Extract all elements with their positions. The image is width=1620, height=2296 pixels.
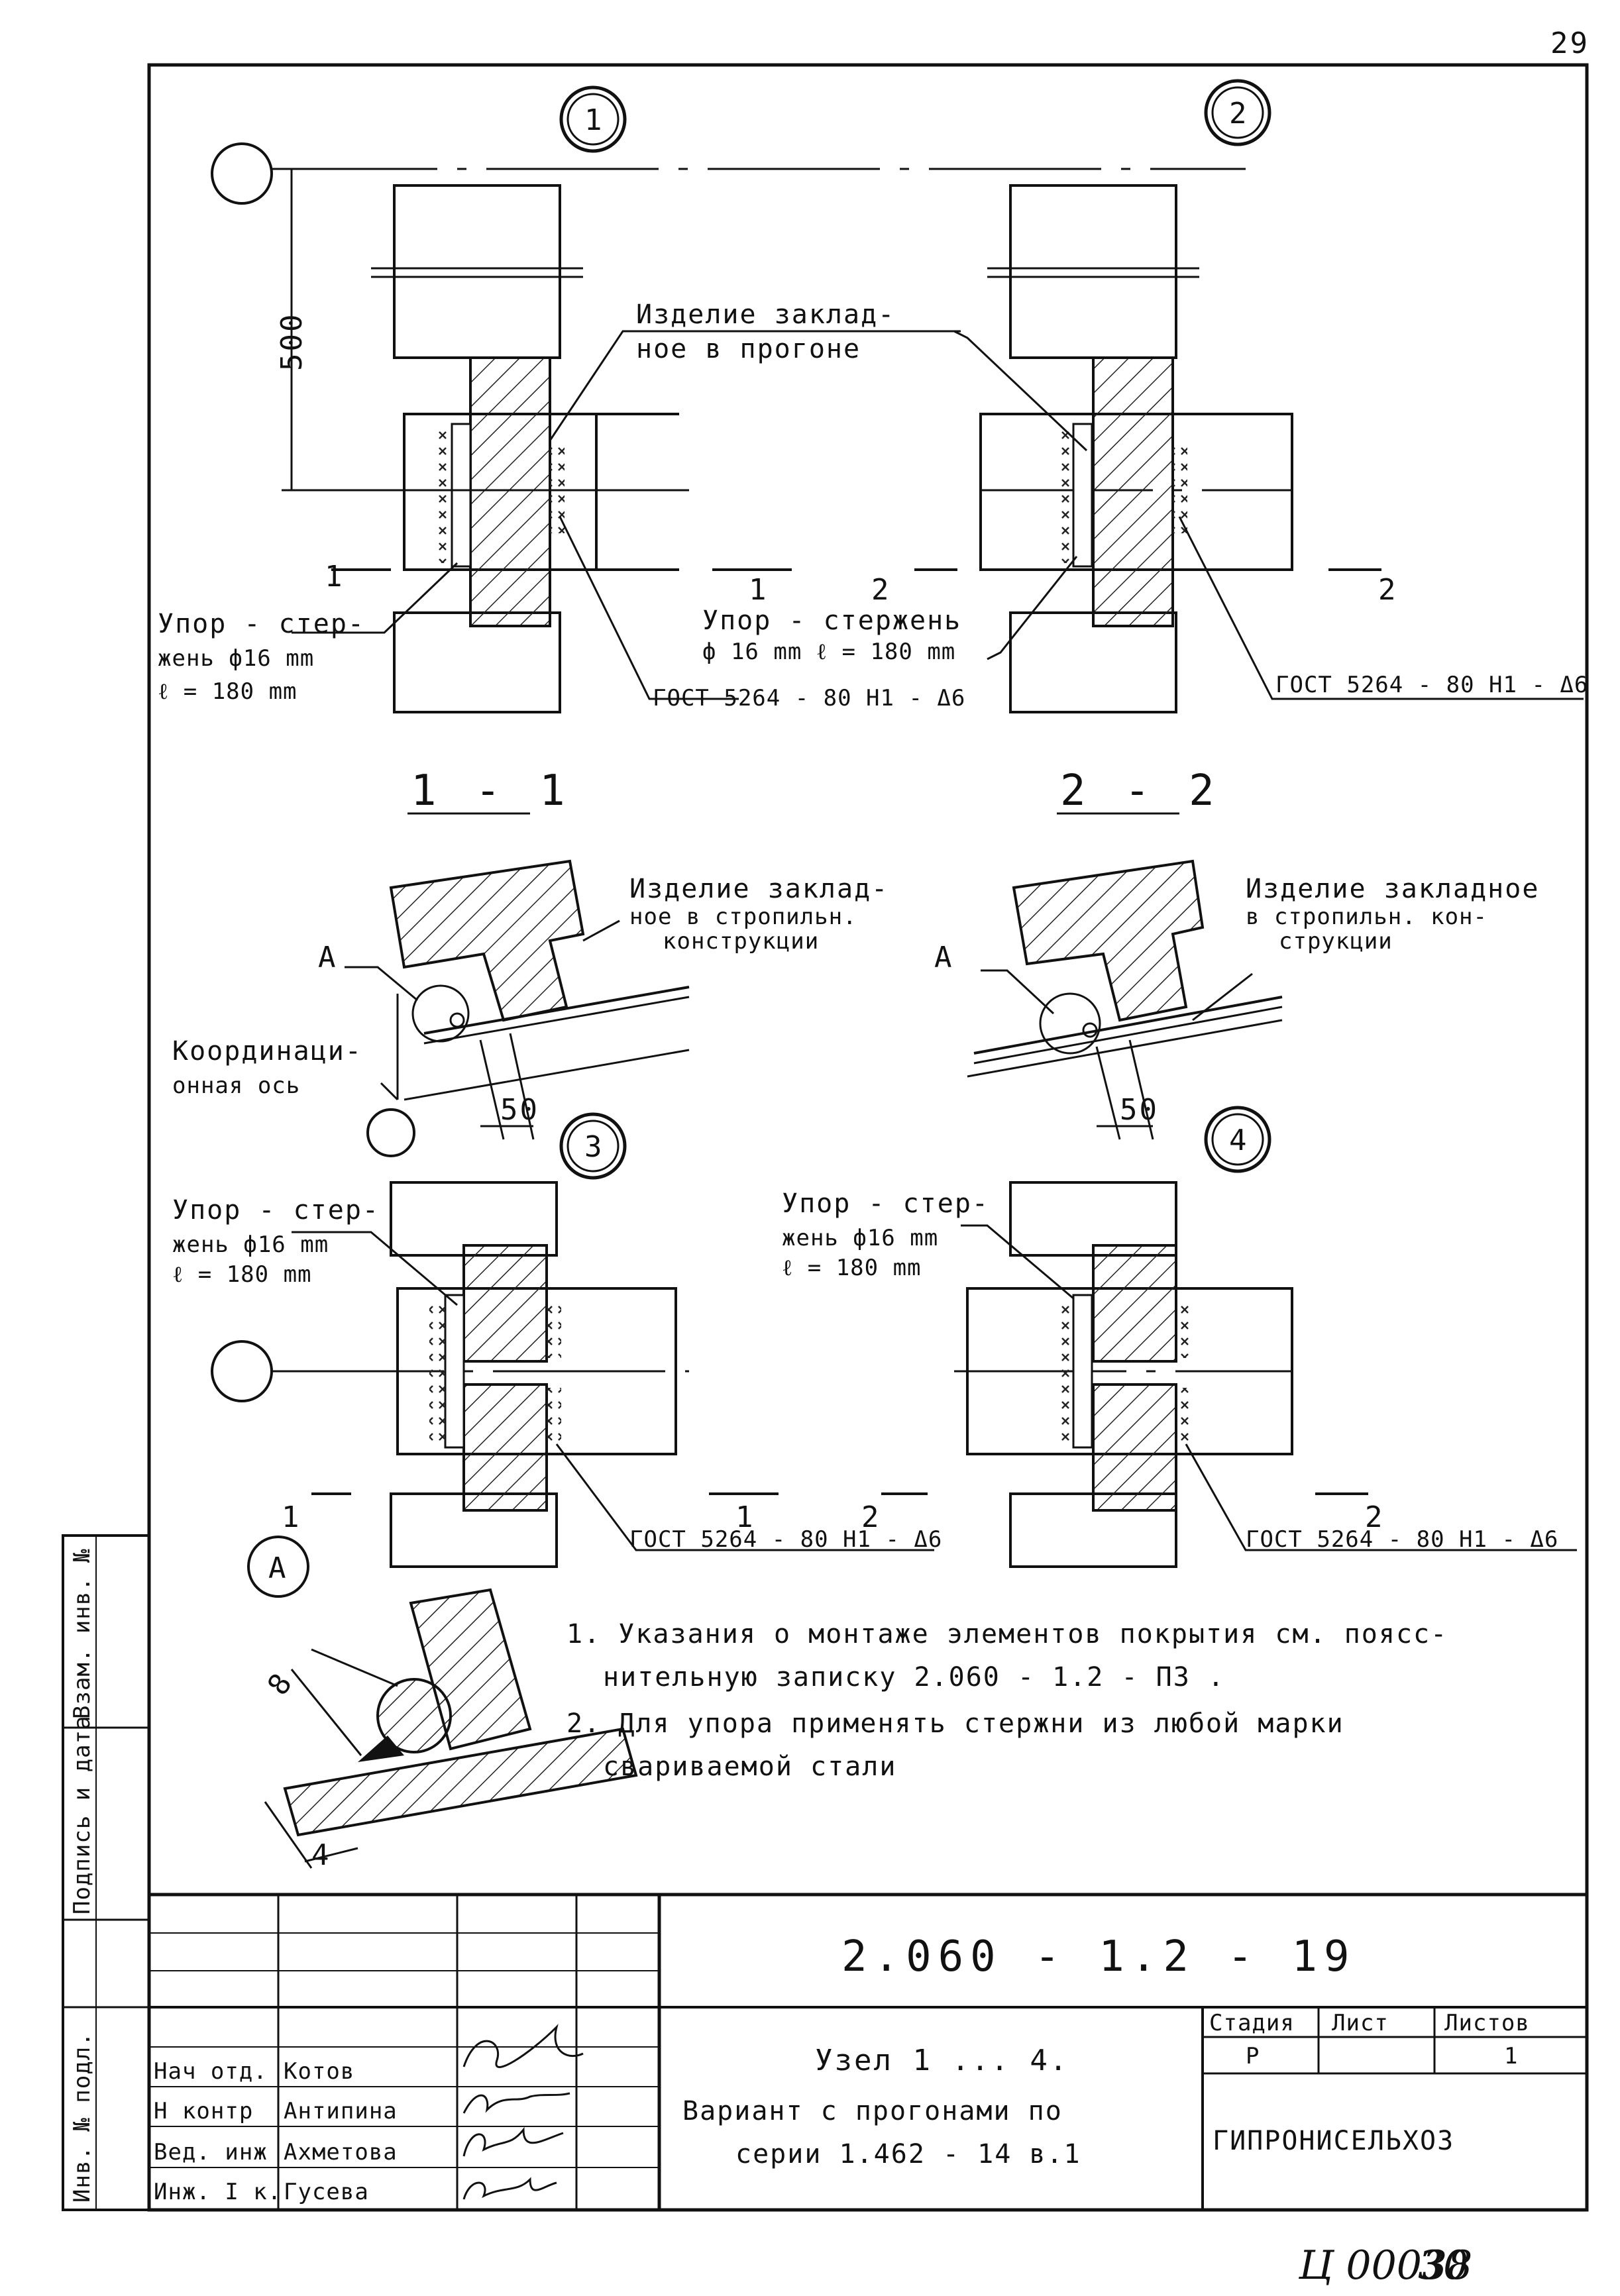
section-title-1-1: 1 - 1 [411, 766, 572, 815]
label-stop-rod-3a: Упор - стер- [172, 1195, 380, 1226]
side-vzam: Взам. инв. № [69, 1548, 95, 1719]
label-embed-rafter-2c: струкции [1279, 928, 1393, 955]
title-code: 2.060 - 1.2 - 19 [841, 1932, 1356, 1981]
dim-50-1: 50 [500, 1093, 539, 1127]
label-coord-axis-b: онная ось [172, 1072, 300, 1099]
section-1-1-drawing [345, 859, 690, 1157]
archive-number: Ц 00038 [1298, 2242, 1472, 2289]
label-embed-rafter-1c: конструкции [663, 928, 819, 955]
role-1: Нач отд. [154, 2058, 268, 2085]
node-bubble-2 [1204, 79, 1271, 146]
label-stop-rod-1c: ℓ = 180 mm [158, 678, 297, 705]
node-bubble-1 [559, 85, 627, 153]
role-2: Н контр [154, 2098, 253, 2124]
label-coord-axis-a: Координаци- [172, 1036, 362, 1067]
stage-value: Р [1246, 2043, 1260, 2069]
label-gost-3: ГОСТ 5264 - 80 Н1 - Δ6 [629, 1526, 942, 1553]
section-mark-3-right: 1 [735, 1500, 755, 1534]
node-2-number: 2 [1229, 97, 1247, 130]
label-stop-rod-1a: Упор - стер- [158, 609, 365, 639]
dim-gap-4: 4 [311, 1838, 331, 1872]
node-4-number: 4 [1229, 1123, 1247, 1157]
node-bubble-3 [559, 1112, 627, 1180]
title-block [149, 1893, 1587, 2210]
label-embed-rafter-1a: Изделие заклад- [629, 874, 889, 904]
section-mark-3-left: 1 [282, 1500, 301, 1534]
node-3-number: 3 [584, 1130, 602, 1164]
dim-500: 500 [275, 313, 309, 371]
name-3: Ахметова [284, 2139, 398, 2166]
section-2-2-drawing [967, 859, 1283, 1140]
node-4-plan: 2 2 [861, 1181, 1577, 1568]
title-line-2: Вариант с прогонами по [682, 2096, 1063, 2126]
organization: ГИПРОНИСЕЛЬХОЗ [1213, 2126, 1454, 2156]
label-stop-rod-2b: ф 16 mm ℓ = 180 mm [702, 639, 955, 665]
note-1a: 1. Указания о монтаже элементов покрытия… [567, 1619, 1448, 1649]
note-2a: 2. Для упора применять стержни из любой … [567, 1708, 1344, 1739]
detail-mark-a-2: А [934, 941, 954, 974]
note-2b: свариваемой стали [603, 1751, 896, 1782]
side-inv-podl: Инв. № подл. [69, 2032, 95, 2203]
role-4: Инж. I к. [154, 2179, 282, 2205]
label-stop-rod-3c: ℓ = 180 mm [172, 1261, 312, 1288]
title-line-1: Узел 1 ... 4. [815, 2044, 1069, 2077]
section-mark-1-right: 1 [749, 573, 769, 607]
label-stop-rod-4c: ℓ = 180 mm [782, 1255, 922, 1281]
label-stop-rod-1b: жень ф16 mm [158, 645, 314, 672]
label-embed-rafter-2a: Изделие закладное [1246, 874, 1539, 904]
node-bubble-4 [1204, 1106, 1271, 1173]
section-mark-2-right: 2 [1378, 573, 1398, 607]
drawing-frame [147, 63, 1589, 2212]
detail-bubble-a-label: А [268, 1551, 288, 1585]
side-stamp: Взам. инв. № Подпись и дата Инв. № подл. [62, 1534, 150, 2211]
stage-header: Стадия [1209, 2010, 1295, 2036]
node-2-plan: 2 2 [871, 184, 1584, 713]
label-gost-4: ГОСТ 5264 - 80 Н1 - Δ6 [1246, 1526, 1558, 1553]
sheet-number-top: 29 [1550, 26, 1590, 60]
label-embed-rafter-2b: в стропильн. кон- [1246, 904, 1487, 930]
section-mark-1-left: 1 [325, 560, 345, 594]
sheets-header: Листов [1444, 2010, 1530, 2036]
node-1-plan: 500 1 1 [211, 142, 1246, 713]
detail-bubble-a [247, 1536, 309, 1598]
name-4: Гусева [284, 2179, 369, 2205]
section-title-2-2: 2 - 2 [1060, 766, 1221, 815]
node-3-plan: 1 1 [211, 1181, 934, 1568]
label-stop-rod-4a: Упор - стер- [782, 1188, 989, 1219]
label-gost-2: ГОСТ 5264 - 80 Н1 - Δ6 [1275, 672, 1588, 698]
archive-page: 30 [1418, 2242, 1468, 2289]
section-mark-4-left: 2 [861, 1500, 881, 1534]
title-line-3: серии 1.462 - 14 в.1 [735, 2139, 1081, 2169]
detail-a-drawing [264, 1588, 638, 1869]
detail-mark-a-1: А [318, 941, 338, 974]
label-stop-rod-4b: жень ф16 mm [782, 1225, 938, 1251]
sheet-header: Лист [1332, 2010, 1389, 2036]
label-embed-purlin-2: ное в прогоне [636, 334, 861, 364]
note-1b: нительную записку 2.060 - 1.2 - ПЗ . [603, 1662, 1225, 1693]
dim-50-2: 50 [1120, 1093, 1159, 1127]
label-embed-rafter-1b: ное в стропильн. [629, 904, 857, 930]
label-stop-rod-2a: Упор - стержень [702, 605, 961, 636]
label-gost-1: ГОСТ 5264 - 80 Н1 - Δ6 [653, 685, 965, 711]
section-mark-4-right: 2 [1365, 1500, 1385, 1534]
label-stop-rod-3b: жень ф16 mm [172, 1231, 329, 1258]
name-1: Котов [284, 2058, 354, 2085]
sheets-value: 1 [1504, 2043, 1518, 2069]
section-mark-2-left: 2 [871, 573, 891, 607]
role-3: Вед. инж [154, 2139, 268, 2166]
side-podpis: Подпись и дата [69, 1715, 95, 1914]
label-embed-purlin-1: Изделие заклад- [636, 299, 895, 330]
name-2: Антипина [284, 2098, 398, 2124]
node-1-number: 1 [584, 103, 602, 137]
